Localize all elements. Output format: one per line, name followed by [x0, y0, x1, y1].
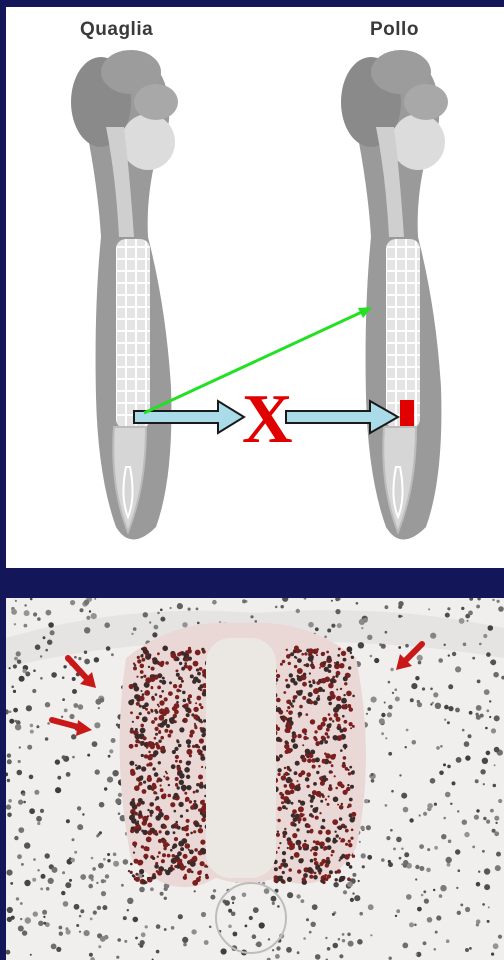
right-embryo-icon [341, 50, 448, 540]
block-x-mark: X [242, 385, 293, 455]
neural-tube-lumen [206, 638, 276, 878]
tissue-section-image [6, 598, 504, 960]
graft-site-marker [400, 400, 414, 426]
graft-diagram-panel: Quaglia Pollo [6, 7, 504, 568]
embryo-diagram [6, 7, 504, 568]
left-embryo-icon [71, 50, 178, 540]
histology-panel [6, 598, 504, 960]
